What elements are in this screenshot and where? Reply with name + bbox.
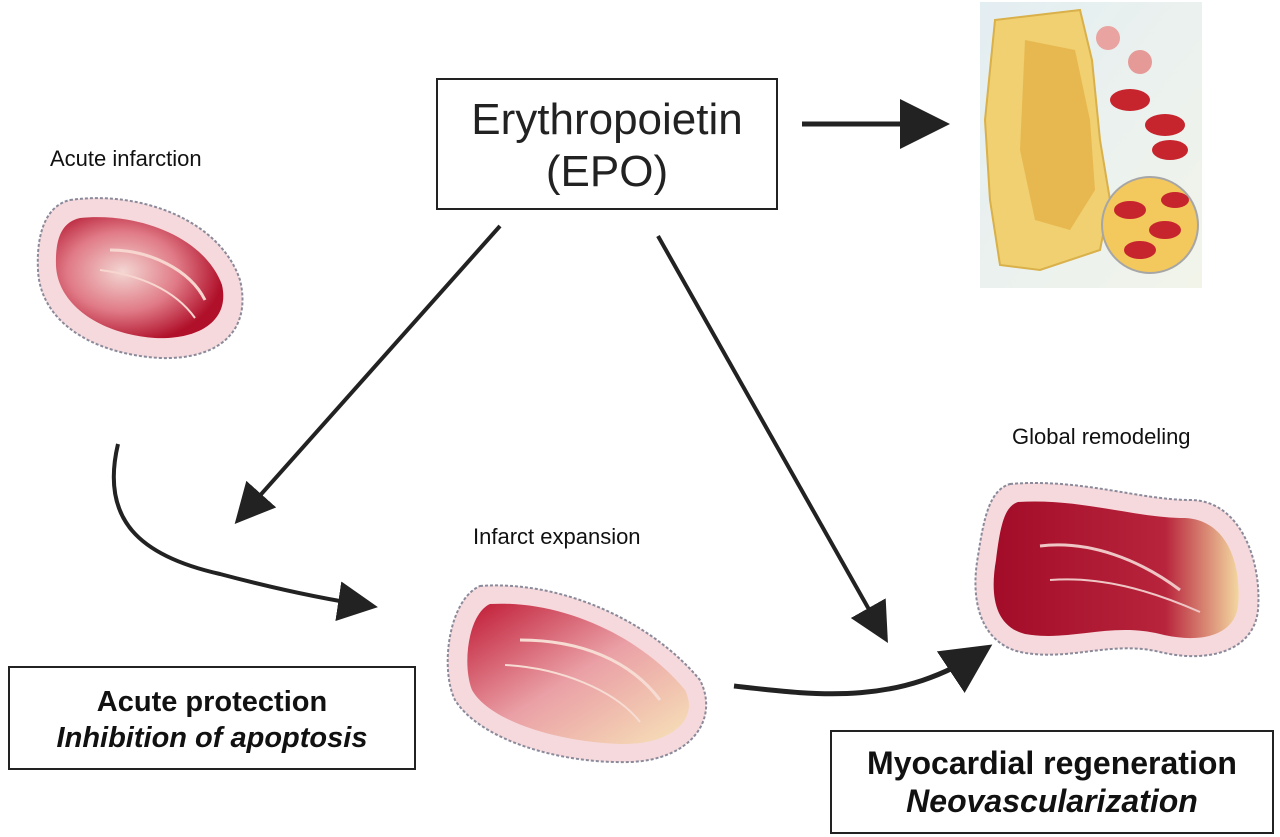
label-infarct-expansion: Infarct expansion — [473, 524, 641, 549]
arrow-expansion-to-remodeling — [733, 644, 993, 697]
global-remodeling-illustration — [974, 481, 1260, 658]
myocardial-regeneration-title: Myocardial regeneration — [867, 745, 1237, 781]
myocardial-regeneration-box: Myocardial regeneration Neovascularizati… — [830, 730, 1274, 834]
infarct-expansion-illustration — [446, 584, 708, 764]
epo-abbrev: (EPO) — [545, 147, 669, 196]
label-acute-infarction: Acute infarction — [50, 146, 202, 171]
arrow-epo-to-regeneration — [656, 235, 888, 643]
myocardial-regeneration-subtitle: Neovascularization — [906, 783, 1198, 819]
acute-protection-box: Acute protection Inhibition of apoptosis — [8, 666, 416, 770]
bone-marrow-erythrocytes-illustration — [980, 2, 1202, 288]
acute-protection-title: Acute protection — [96, 686, 328, 718]
arrow-epo-to-acute-protection — [234, 224, 502, 524]
label-global-remodeling: Global remodeling — [1012, 424, 1191, 449]
epo-box: Erythropoietin (EPO) — [436, 78, 778, 210]
acute-protection-subtitle: Inhibition of apoptosis — [56, 722, 368, 754]
arrow-acute-to-expansion — [111, 443, 378, 622]
acute-infarction-illustration — [36, 197, 244, 360]
epo-title: Erythropoietin — [471, 95, 743, 144]
